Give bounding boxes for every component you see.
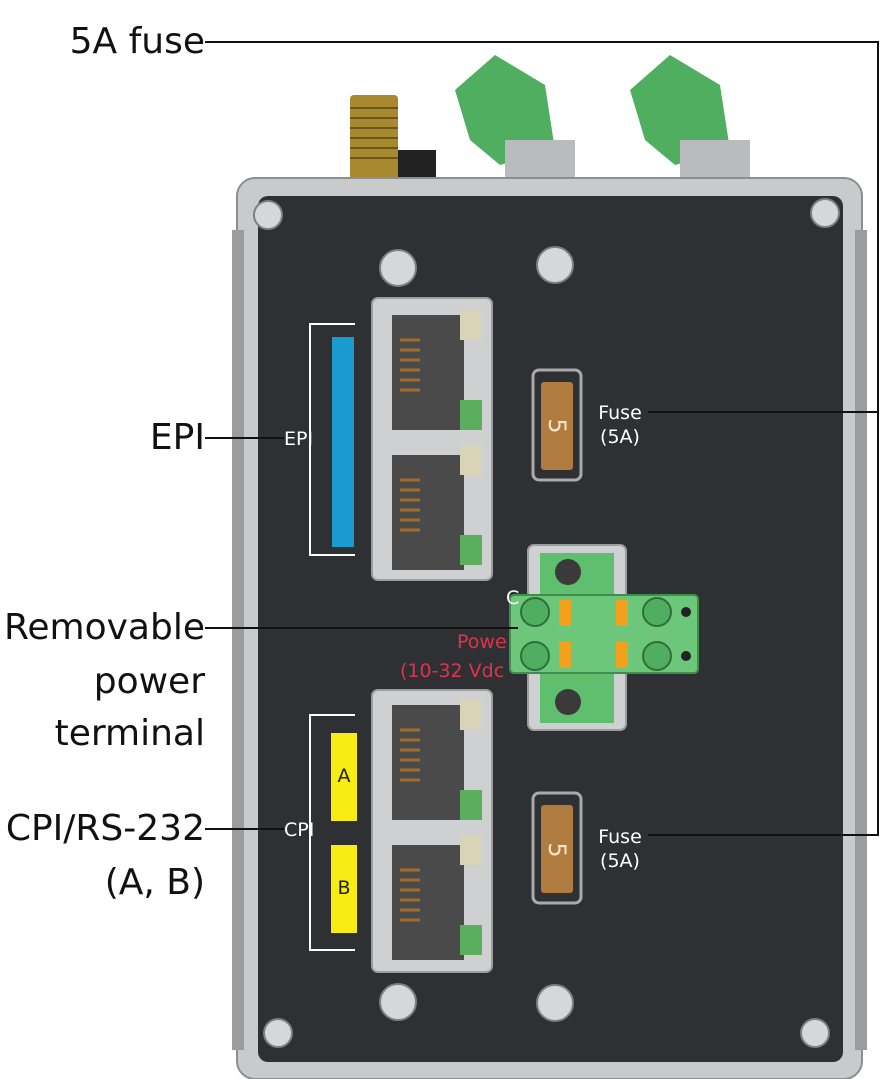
power-label-line2: (10-32 Vdc bbox=[400, 660, 505, 682]
callout-5a-fuse: 5A fuse bbox=[69, 21, 205, 62]
corner-screws bbox=[253, 198, 840, 1048]
cpi-bracket bbox=[309, 714, 355, 951]
power-label-line1: Powe bbox=[457, 631, 507, 653]
fuse-bottom-label-line2: (5A) bbox=[600, 850, 640, 872]
callout-removable: Removable bbox=[3, 607, 205, 648]
rj45-block-top bbox=[371, 297, 493, 581]
terminal-partial-label: C bbox=[506, 587, 520, 609]
port-b-badge bbox=[331, 845, 357, 933]
power-terminal bbox=[509, 544, 699, 731]
epi-bracket bbox=[309, 323, 355, 556]
rj45-block-bottom bbox=[371, 689, 493, 973]
epi-device-label: EPI bbox=[284, 428, 314, 450]
fuse-top-label-line1: Fuse bbox=[598, 402, 642, 424]
fuse-top-digit: 5 bbox=[543, 418, 571, 434]
port-a-label: A bbox=[337, 765, 351, 787]
port-b-label: B bbox=[337, 877, 351, 899]
cpi-device-label: CPI bbox=[284, 819, 315, 841]
fuse-bottom-label-line1: Fuse bbox=[598, 826, 642, 848]
fuse-top-label: Fuse (5A) bbox=[590, 401, 650, 449]
callout-power: power bbox=[93, 661, 205, 702]
callout-cpi-ab: (A, B) bbox=[104, 862, 205, 903]
fuse-top bbox=[531, 368, 583, 482]
port-a-badge bbox=[331, 733, 357, 821]
fuse-leader-lines bbox=[205, 41, 879, 836]
epi-color-bar bbox=[332, 337, 354, 547]
fuse-bottom bbox=[531, 791, 583, 905]
left-leader-lines bbox=[205, 437, 518, 830]
fuse-top-label-line2: (5A) bbox=[600, 426, 640, 448]
fuse-bottom-label: Fuse (5A) bbox=[590, 825, 650, 873]
top-connectors bbox=[350, 55, 750, 180]
callout-epi: EPI bbox=[149, 417, 205, 458]
callout-cpi: CPI/RS-232 bbox=[5, 808, 205, 849]
callout-terminal: terminal bbox=[54, 713, 205, 754]
fuse-bottom-digit: 5 bbox=[543, 842, 571, 858]
